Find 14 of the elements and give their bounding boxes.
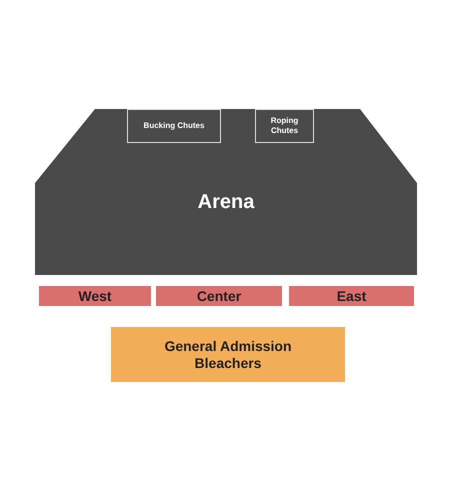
- bleachers-section: [111, 327, 345, 382]
- section-label: West: [78, 288, 112, 304]
- seating-section: [39, 286, 151, 306]
- seating-section: [156, 286, 282, 306]
- section-label: General Admission Bleachers: [163, 338, 293, 372]
- section-label: Bucking Chutes: [142, 121, 206, 131]
- section-label: Center: [196, 288, 242, 304]
- seating-section: [289, 286, 414, 306]
- chute-area: [255, 109, 314, 143]
- section-label: East: [336, 288, 366, 304]
- area-label: Arena: [198, 190, 254, 214]
- arena-area: [35, 109, 417, 275]
- chute-area: [127, 109, 221, 143]
- section-label: Roping Chutes: [270, 116, 300, 136]
